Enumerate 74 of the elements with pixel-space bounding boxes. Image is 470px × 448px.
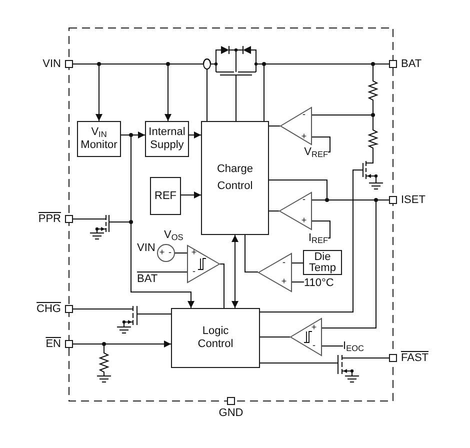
polarity-sign: - bbox=[302, 194, 306, 205]
wire bbox=[292, 262, 304, 264]
block-label: Charge Control bbox=[216, 162, 254, 194]
arrow bbox=[180, 192, 202, 198]
wire bbox=[72, 218, 86, 220]
wire bbox=[372, 64, 390, 78]
signal-label: 110°C bbox=[304, 276, 334, 290]
wire bbox=[372, 150, 374, 156]
polarity-sign: + bbox=[311, 322, 317, 333]
signal-label: I$_{REF}$ bbox=[308, 231, 328, 245]
function-block bbox=[171, 308, 260, 368]
function-block bbox=[303, 250, 342, 275]
pin-label: GND bbox=[218, 406, 244, 420]
function-block bbox=[150, 177, 181, 215]
wire bbox=[372, 102, 374, 128]
polarity-sign: - bbox=[312, 340, 316, 351]
function-block bbox=[201, 121, 269, 235]
signal-label: VIN bbox=[137, 241, 156, 255]
block-label: Internal Supply bbox=[148, 126, 186, 152]
polarity-sign: - bbox=[302, 109, 306, 120]
wire bbox=[244, 234, 258, 272]
pin-label: BAT bbox=[401, 57, 422, 71]
mosfet-symbol bbox=[214, 44, 258, 76]
polarity-sign: + bbox=[301, 131, 307, 142]
mosfet-symbol bbox=[115, 303, 140, 336]
double-arrow bbox=[232, 234, 238, 308]
comparator-symbol bbox=[279, 192, 312, 230]
wire bbox=[268, 210, 280, 212]
wire bbox=[220, 264, 224, 308]
resistor-symbol bbox=[368, 78, 378, 103]
wire bbox=[174, 252, 188, 254]
wire bbox=[260, 362, 334, 364]
wire bbox=[312, 220, 330, 238]
pin-label: EN bbox=[46, 337, 61, 351]
polarity-sign: - bbox=[282, 257, 286, 268]
signal-label: I$_{EOC}$ bbox=[343, 339, 364, 353]
polarity-sign: + bbox=[281, 276, 287, 287]
wire bbox=[72, 308, 116, 310]
comparator-symbol bbox=[290, 318, 322, 356]
pin-label: VIN bbox=[42, 57, 61, 71]
pin-label: CHG bbox=[36, 302, 61, 316]
comparator-symbol bbox=[280, 107, 312, 145]
polarity-sign: + bbox=[159, 247, 165, 258]
signal-label: BAT bbox=[137, 272, 158, 286]
wire bbox=[260, 170, 356, 312]
mosfet-symbol bbox=[355, 155, 385, 191]
polarity-sign: - bbox=[192, 266, 196, 277]
pin-label: PPR bbox=[38, 212, 61, 226]
resistor-symbol bbox=[368, 127, 378, 151]
wire bbox=[72, 58, 214, 64]
mosfet-symbol bbox=[333, 352, 365, 385]
polarity-sign: - bbox=[168, 247, 172, 258]
arrow bbox=[188, 132, 202, 138]
block-label: V$_{IN}$ Monitor bbox=[80, 126, 118, 152]
wire bbox=[312, 136, 330, 152]
voltage-source-symbol bbox=[157, 244, 175, 262]
wire bbox=[322, 200, 390, 328]
wire bbox=[72, 344, 104, 350]
block-label: REF bbox=[154, 190, 176, 202]
arrow bbox=[120, 134, 194, 308]
resistor-symbol bbox=[97, 350, 111, 384]
function-block bbox=[145, 121, 189, 157]
block-label: Die Temp bbox=[308, 252, 337, 274]
wire bbox=[260, 336, 290, 338]
signal-label: V$_{REF}$ bbox=[304, 145, 328, 159]
function-block bbox=[77, 121, 121, 157]
signal-label: V$_{OS}$ bbox=[164, 228, 184, 242]
polarity-sign: + bbox=[301, 215, 307, 226]
pin-label: ISET bbox=[401, 193, 426, 207]
block-label: Logic Control bbox=[196, 325, 234, 351]
pin-label: FAST bbox=[401, 351, 429, 365]
comparator-symbol bbox=[187, 245, 220, 283]
polarity-sign: + bbox=[191, 247, 197, 258]
comparator-symbol bbox=[258, 253, 292, 292]
